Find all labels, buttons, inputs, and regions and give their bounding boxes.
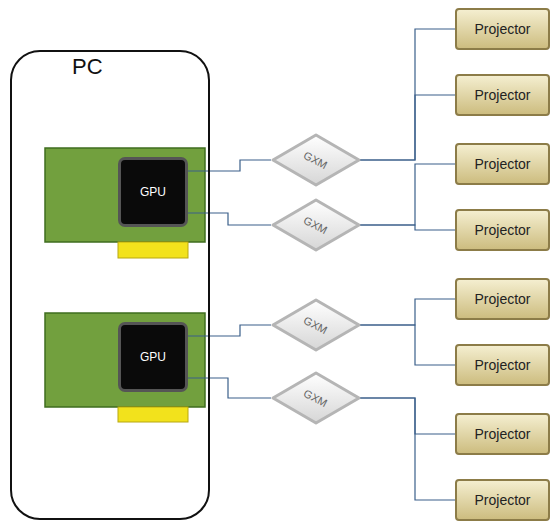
projector-box-label: Projector (474, 492, 530, 508)
connector-line (188, 325, 271, 336)
connector-line (359, 398, 455, 434)
gxm-shape (273, 300, 359, 350)
connector-line (359, 398, 455, 500)
projector-box: Projector (455, 74, 550, 116)
gxm-diamond: GXM (271, 198, 361, 252)
gxm-diamond: GXM (271, 133, 361, 187)
projector-box: Projector (455, 413, 550, 455)
projector-box-label: Projector (474, 426, 530, 442)
gxm-shape (273, 135, 359, 185)
graphics-card (45, 313, 205, 407)
gpu-chip-label: GPU (140, 185, 166, 199)
projector-box: Projector (455, 8, 550, 50)
gpu-chip: GPU (118, 322, 188, 392)
projector-box: Projector (455, 479, 550, 521)
pc-box-label: PC (72, 54, 103, 80)
projector-box: Projector (455, 344, 550, 386)
connector-line (359, 29, 455, 160)
projector-box: Projector (455, 143, 550, 185)
gpu-chip: GPU (118, 157, 188, 227)
connector-line (188, 160, 271, 171)
gxm-shape (273, 373, 359, 423)
connector-line (359, 299, 455, 325)
projector-box-label: Projector (474, 357, 530, 373)
projector-box: Projector (455, 278, 550, 320)
projector-box-label: Projector (474, 291, 530, 307)
connector-line (359, 164, 455, 225)
projector-box-label: Projector (474, 21, 530, 37)
gxm-diamond: GXM (271, 298, 361, 352)
projector-box-label: Projector (474, 156, 530, 172)
connector-line (359, 225, 455, 230)
projector-box-label: Projector (474, 87, 530, 103)
pc-box: PC GPU GPU (10, 50, 210, 520)
connector-line (188, 378, 271, 398)
projector-box-label: Projector (474, 222, 530, 238)
card-connector (118, 407, 188, 422)
connector-line (359, 325, 455, 365)
gxm-shape (273, 200, 359, 250)
card-connector (118, 242, 188, 258)
gpu-chip-label: GPU (140, 350, 166, 364)
connector-line (188, 213, 271, 225)
projector-box: Projector (455, 209, 550, 251)
gxm-diamond: GXM (271, 371, 361, 425)
graphics-card (45, 148, 205, 242)
connector-line (359, 95, 455, 160)
